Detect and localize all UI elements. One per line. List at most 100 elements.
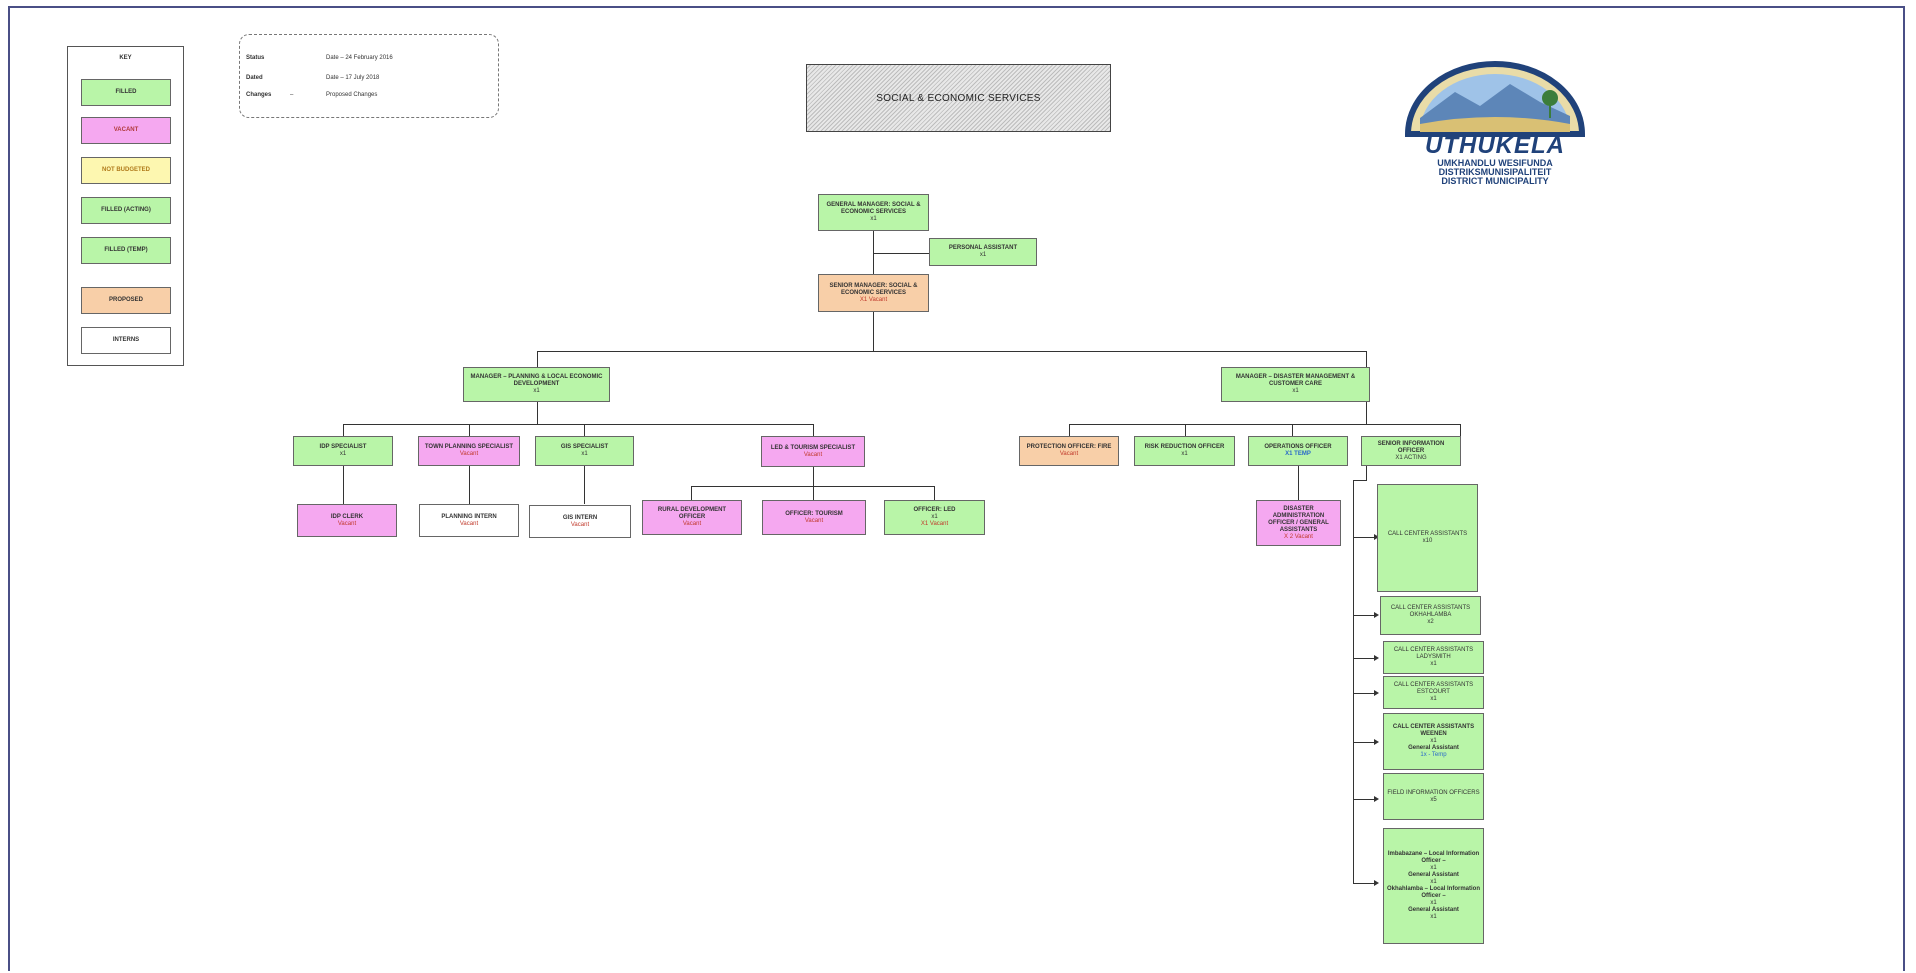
box-count: x1 (1181, 451, 1188, 457)
box-status: Vacant (459, 520, 479, 527)
box-count: x2 (1427, 619, 1434, 625)
box-count: x1 (1430, 738, 1437, 744)
box-title: GENERAL MANAGER: SOCIAL & ECONOMIC SERVI… (826, 202, 921, 215)
connector (873, 253, 929, 254)
box-count: x1 (1430, 661, 1437, 667)
connector (1298, 466, 1299, 500)
box-status: Vacant (570, 521, 590, 528)
org-box-town-planning-specialist: TOWN PLANNING SPECIALIST Vacant (418, 436, 520, 466)
box-count: x1 (931, 514, 938, 520)
connector (1069, 424, 1461, 425)
box-line: x1 (1430, 914, 1437, 920)
box-count: x1 (339, 451, 347, 457)
org-box-general-manager: GENERAL MANAGER: SOCIAL & ECONOMIC SERVI… (818, 194, 929, 231)
box-count: x1 (979, 252, 987, 258)
box-count: x1 (1292, 388, 1299, 394)
connector (1069, 424, 1070, 436)
connector (813, 486, 814, 500)
box-line: General Assistant (1408, 872, 1459, 878)
box-title: MANAGER – PLANNING & LOCAL ECONOMIC DEVE… (470, 374, 603, 387)
box-title: PERSONAL ASSISTANT (948, 245, 1018, 251)
org-box-idp-specialist: IDP SPECIALIST x1 (293, 436, 393, 466)
org-box-officer-tourism: OFFICER: TOURISM Vacant (762, 500, 866, 535)
org-box-cca-weenen: CALL CENTER ASSISTANTS WEENEN x1 General… (1383, 713, 1484, 770)
connector (343, 466, 344, 504)
org-box-rural-development-officer: RURAL DEVELOPMENT OFFICER Vacant (642, 500, 742, 535)
logo-emblem-icon (1404, 61, 1586, 137)
box-title: PLANNING INTERN (441, 513, 497, 520)
municipality-logo: UTHUKELA UMKHANDLU WESIFUNDA DISTRIKSMUN… (1400, 58, 1590, 186)
logo-line-1: UMKHANDLU WESIFUNDA (1437, 158, 1553, 168)
org-box-gis-intern: GIS INTERN Vacant (529, 505, 631, 538)
connector (1353, 615, 1375, 616)
info-value-changes: Proposed Changes (326, 92, 378, 98)
box-title: OPERATIONS OFFICER (1264, 444, 1332, 450)
box-extra: General Assistant (1408, 745, 1459, 751)
legend-proposed: PROPOSED (81, 287, 171, 314)
box-count: x1 (581, 451, 588, 457)
page-frame (8, 6, 1905, 971)
org-box-cca-estcourt: CALL CENTER ASSISTANTS ESTCOURT x1 (1383, 676, 1484, 709)
box-title: PROTECTION OFFICER: FIRE (1026, 444, 1112, 450)
arrow-icon (1374, 690, 1379, 696)
box-count: x1 (533, 388, 540, 394)
box-status: Vacant (803, 451, 823, 458)
legend-vacant: VACANT (81, 117, 171, 144)
org-box-gis-specialist: GIS SPECIALIST x1 (535, 436, 634, 466)
connector (584, 466, 585, 504)
box-line: Okhahlamba – Local Information Officer – (1386, 886, 1481, 899)
box-status: Vacant (337, 520, 357, 527)
connector (934, 486, 935, 500)
logo-line-3: DISTRICT MUNICIPALITY (1441, 176, 1549, 186)
info-label-dated: Dated (246, 75, 263, 81)
connector (469, 424, 470, 436)
connector (873, 312, 874, 351)
connector (691, 486, 692, 500)
department-banner: SOCIAL & ECONOMIC SERVICES (806, 64, 1111, 132)
connector (1353, 658, 1375, 659)
legend: KEY FILLED VACANT NOT BUDGETED FILLED (A… (67, 46, 184, 366)
box-line: x1 (1430, 865, 1437, 871)
connector (1353, 693, 1375, 694)
arrow-icon (1374, 739, 1379, 745)
connector (1353, 742, 1375, 743)
org-box-cca-ladysmith: CALL CENTER ASSISTANTS LADYSMITH x1 (1383, 641, 1484, 674)
box-title: CALL CENTER ASSISTANTS WEENEN (1392, 724, 1475, 737)
document-info-box: Status Date – 24 February 2016 Dated Dat… (239, 34, 499, 118)
box-count: x5 (1430, 796, 1437, 803)
arrow-icon (1374, 796, 1379, 802)
box-line: x1 (1430, 879, 1437, 885)
box-count: x1 (1430, 696, 1437, 702)
org-box-led-tourism-specialist: LED & TOURISM SPECIALIST Vacant (761, 436, 865, 467)
box-status: Vacant (804, 517, 824, 524)
legend-interns: INTERNS (81, 327, 171, 354)
info-dash: – (290, 92, 294, 98)
connector (813, 467, 814, 486)
connector (873, 230, 874, 275)
box-line: x1 (1430, 900, 1437, 906)
connector (1353, 883, 1375, 884)
box-title: SENIOR MANAGER: SOCIAL & ECONOMIC SERVIC… (829, 282, 918, 296)
org-box-senior-manager: SENIOR MANAGER: SOCIAL & ECONOMIC SERVIC… (818, 274, 929, 312)
box-title: MANAGER – DISASTER MANAGEMENT & CUSTOMER… (1235, 374, 1356, 387)
box-title: TOWN PLANNING SPECIALIST (424, 444, 514, 450)
box-title: CALL CENTER ASSISTANTS ESTCOURT (1393, 682, 1474, 695)
box-title: OFFICER: TOURISM (785, 510, 843, 517)
box-title: FIELD INFORMATION OFFICERS (1387, 789, 1480, 796)
connector (537, 351, 1367, 352)
org-box-risk-reduction-officer: RISK REDUCTION OFFICER x1 (1134, 436, 1235, 466)
box-count: x1 (870, 216, 877, 222)
box-status: X1 Vacant (859, 296, 888, 303)
box-title: IDP CLERK (330, 513, 364, 520)
connector (537, 402, 538, 424)
arrow-icon (1374, 612, 1379, 618)
connector (1353, 799, 1375, 800)
box-title: DISASTER ADMINISTRATION OFFICER / GENERA… (1268, 505, 1329, 533)
org-box-senior-information-officer: SENIOR INFORMATION OFFICER X1 ACTING (1361, 436, 1461, 466)
connector (1353, 537, 1375, 538)
box-status: X 2 Vacant (1284, 533, 1313, 540)
box-title: SENIOR INFORMATION OFFICER (1377, 440, 1445, 454)
box-line: General Assistant (1408, 907, 1459, 913)
org-box-cca-okhahlamba: CALL CENTER ASSISTANTS OKHAHLAMBA x2 (1380, 596, 1481, 635)
legend-not-budgeted: NOT BUDGETED (81, 157, 171, 184)
